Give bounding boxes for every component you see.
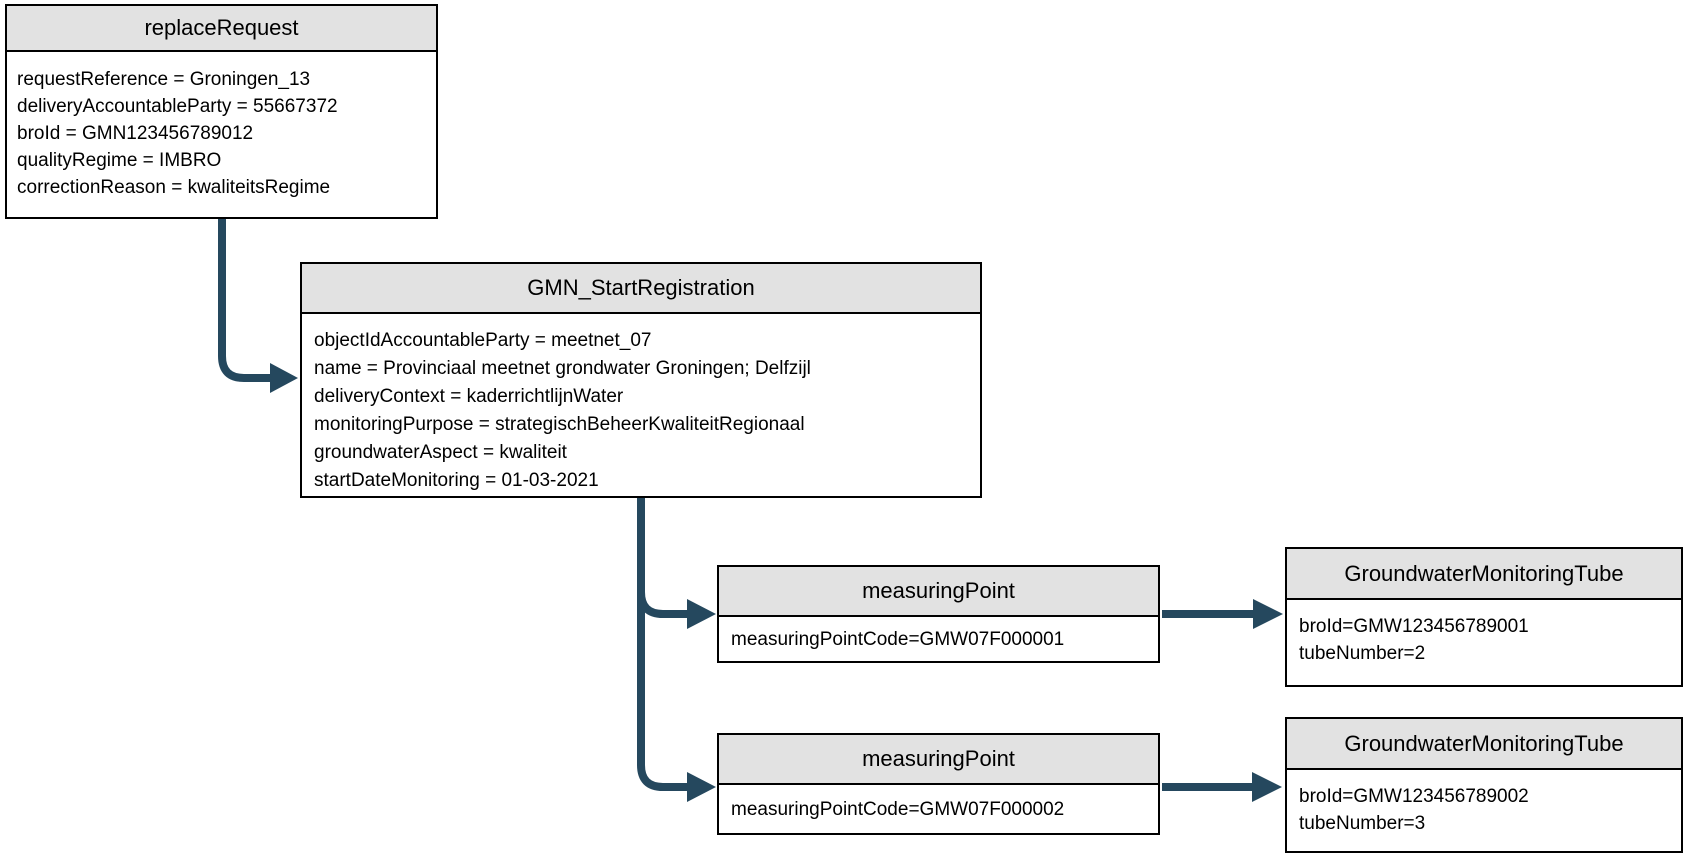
node-gmn-start-registration-body: objectIdAccountableParty = meetnet_07 na… xyxy=(302,314,980,495)
attribute-line: measuringPointCode=GMW07F000001 xyxy=(731,628,1065,650)
arrowhead-to-gmn xyxy=(270,363,298,393)
attribute-line: name = Provinciaal meetnet grondwater Gr… xyxy=(314,358,811,379)
node-groundwater-monitoring-tube-2-title: GroundwaterMonitoringTube xyxy=(1287,719,1681,770)
node-groundwater-monitoring-tube-1-title: GroundwaterMonitoringTube xyxy=(1287,549,1681,600)
node-measuring-point-1-body: measuringPointCode=GMW07F000001 xyxy=(719,617,1158,661)
attribute-line: startDateMonitoring = 01-03-2021 xyxy=(314,470,599,491)
connector-replacerequest-to-gmn xyxy=(218,219,272,382)
attribute-line: requestReference = Groningen_13 xyxy=(17,69,311,90)
node-replace-request-title: replaceRequest xyxy=(7,6,436,52)
node-measuring-point-2-title: measuringPoint xyxy=(719,735,1158,785)
arrowhead-to-tube1 xyxy=(1253,599,1283,629)
attribute-line: tubeNumber=3 xyxy=(1299,813,1426,834)
node-measuring-point-2: measuringPoint measuringPointCode=GMW07F… xyxy=(717,733,1160,835)
attribute-line: groundwaterAspect = kwaliteit xyxy=(314,442,567,463)
node-replace-request: replaceRequest requestReference = Gronin… xyxy=(5,4,438,219)
arrowhead-to-mp1 xyxy=(687,599,716,629)
attribute-line: deliveryContext = kaderrichtlijnWater xyxy=(314,386,624,407)
node-measuring-point-1-title: measuringPoint xyxy=(719,567,1158,617)
arrowhead-to-tube2 xyxy=(1252,772,1282,802)
node-groundwater-monitoring-tube-1-body: broId=GMW123456789001 tubeNumber=2 xyxy=(1287,600,1681,667)
attribute-line: broId = GMN123456789012 xyxy=(17,123,254,144)
attribute-line: qualityRegime = IMBRO xyxy=(17,150,222,171)
attribute-line: broId=GMW123456789002 xyxy=(1299,786,1529,807)
attribute-line: objectIdAccountableParty = meetnet_07 xyxy=(314,330,652,351)
node-groundwater-monitoring-tube-1: GroundwaterMonitoringTube broId=GMW12345… xyxy=(1285,547,1683,687)
node-measuring-point-2-body: measuringPointCode=GMW07F000002 xyxy=(719,785,1158,833)
connector-gmn-branch-mp1 xyxy=(637,560,690,618)
node-groundwater-monitoring-tube-2-body: broId=GMW123456789002 tubeNumber=3 xyxy=(1287,770,1681,837)
node-replace-request-body: requestReference = Groningen_13 delivery… xyxy=(7,52,436,201)
node-groundwater-monitoring-tube-2: GroundwaterMonitoringTube broId=GMW12345… xyxy=(1285,717,1683,853)
attribute-line: measuringPointCode=GMW07F000002 xyxy=(731,798,1065,820)
attribute-line: broId=GMW123456789001 xyxy=(1299,616,1529,637)
attribute-line: correctionReason = kwaliteitsRegime xyxy=(17,177,331,198)
node-measuring-point-1: measuringPoint measuringPointCode=GMW07F… xyxy=(717,565,1160,663)
node-gmn-start-registration-title: GMN_StartRegistration xyxy=(302,264,980,314)
attribute-line: tubeNumber=2 xyxy=(1299,643,1426,664)
node-gmn-start-registration: GMN_StartRegistration objectIdAccountabl… xyxy=(300,262,982,498)
connector-gmn-trunk xyxy=(637,498,690,791)
attribute-line: deliveryAccountableParty = 55667372 xyxy=(17,96,338,117)
arrowhead-to-mp2 xyxy=(687,772,716,802)
attribute-line: monitoringPurpose = strategischBeheerKwa… xyxy=(314,414,805,435)
